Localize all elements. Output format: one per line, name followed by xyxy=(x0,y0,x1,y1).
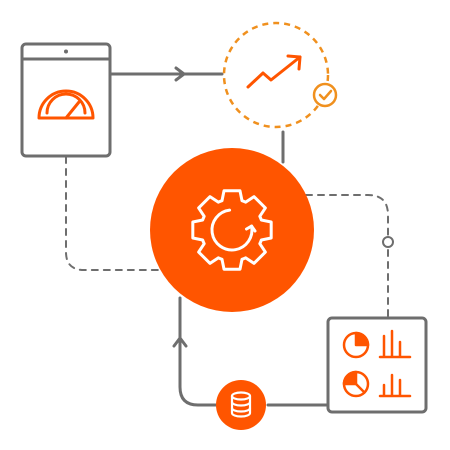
growth-circle-dashed-ring xyxy=(222,21,330,129)
arrowhead-right-icon xyxy=(174,66,186,82)
connector-node-dot xyxy=(382,236,394,248)
database-node xyxy=(216,380,266,430)
refresh-arrowhead xyxy=(245,224,257,233)
bar-chart-icon-top xyxy=(378,329,412,359)
connector-database-to-center xyxy=(178,296,218,407)
arrowhead-up-icon xyxy=(172,336,188,348)
gear-outline xyxy=(191,189,273,271)
trending-up-arrow-icon xyxy=(246,54,302,89)
connectors xyxy=(65,66,394,407)
tablet-frame xyxy=(20,42,112,158)
gear-refresh-icon xyxy=(191,189,273,271)
database-icon xyxy=(230,391,252,418)
tablet-camera-dot xyxy=(64,49,68,54)
report-panel xyxy=(326,316,428,414)
connector-center-to-report xyxy=(305,194,389,236)
tablet-device xyxy=(20,42,112,158)
central-orange-circle xyxy=(150,148,314,312)
bar-chart-icon-bottom xyxy=(378,373,412,398)
central-process-node xyxy=(150,148,314,312)
check-circle-icon xyxy=(312,82,338,108)
growth-node xyxy=(222,21,338,129)
report-frame xyxy=(326,316,428,414)
speedometer-gauge-icon xyxy=(37,89,95,120)
refresh-arc xyxy=(210,208,254,252)
pie-chart-icon-bottom xyxy=(342,370,370,398)
pie-chart-icon-top xyxy=(342,331,370,359)
connector-tablet-to-center xyxy=(65,156,161,271)
